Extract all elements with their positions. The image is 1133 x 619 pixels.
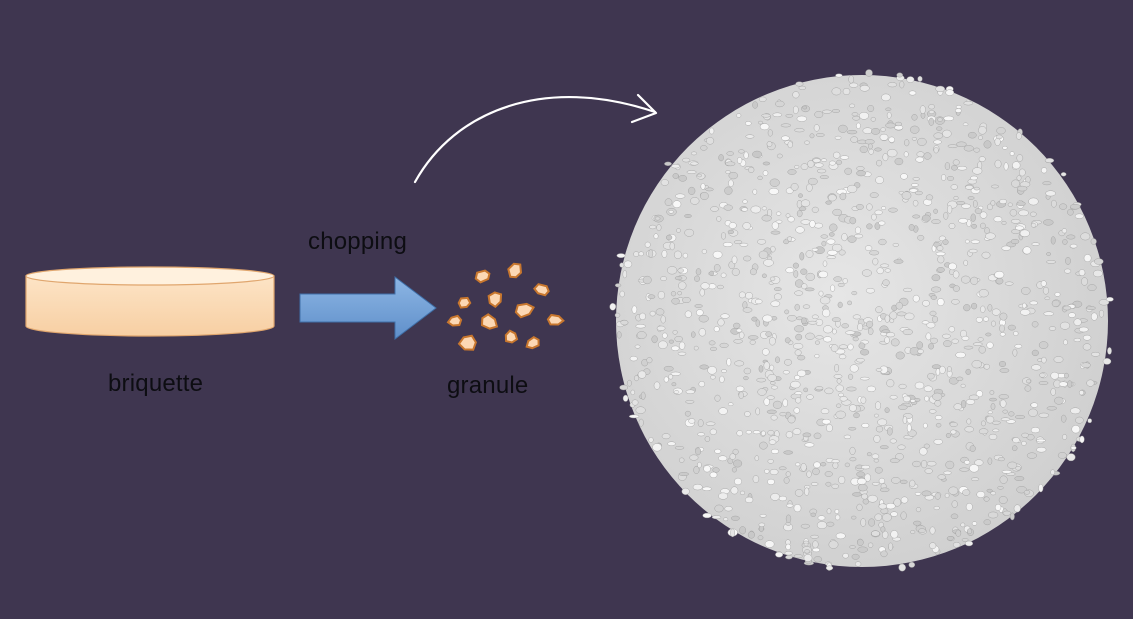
granule-fragment: [480, 313, 499, 330]
chopping-arrow: [299, 275, 437, 341]
granule-fragment: [457, 334, 477, 351]
chopping-label: chopping: [308, 228, 408, 255]
granule-fragment: [504, 329, 519, 344]
briquette-disc: [25, 266, 275, 337]
granule-fragment: [446, 314, 463, 327]
granule-fragment: [507, 262, 523, 279]
granule-pile: [609, 69, 1114, 572]
granule-fragment: [533, 283, 550, 297]
granule-label: granule: [447, 372, 529, 399]
granule-fragment: [514, 302, 535, 319]
granule-fragments: [446, 262, 565, 351]
granule-fragment: [546, 313, 565, 326]
granule-fragment: [487, 291, 503, 309]
briquette-label: briquette: [108, 370, 204, 397]
magnify-curve-arrow: [413, 93, 658, 184]
granule-fragment: [474, 269, 491, 284]
granule-fragment: [457, 296, 472, 309]
granule-fragment: [525, 335, 540, 350]
